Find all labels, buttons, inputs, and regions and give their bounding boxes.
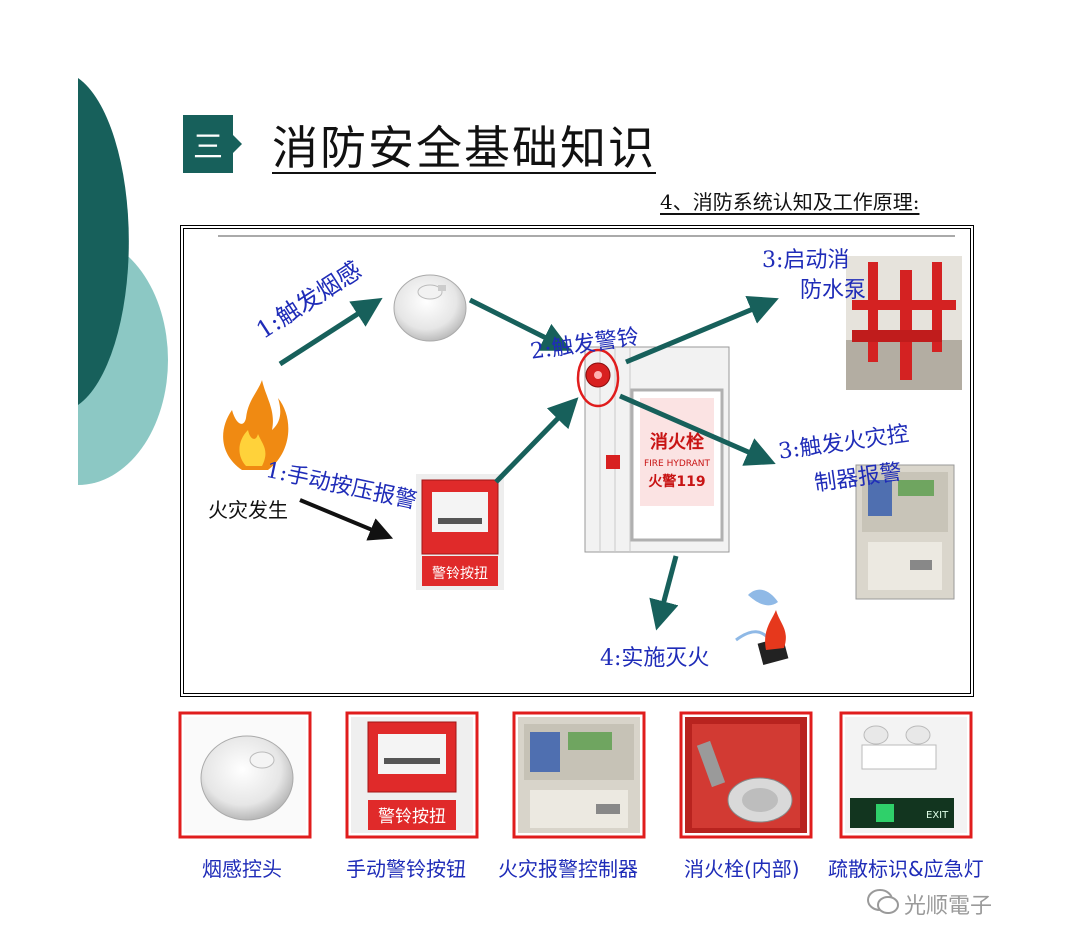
bell-highlight [576, 348, 620, 408]
gallery-item-alarm-controller [512, 711, 646, 839]
hydrant-sign-tel: 火警119 [648, 473, 705, 490]
arrow-bell-to-panel [618, 393, 776, 466]
caption-exit-sign: 疏散标识&应急灯 [828, 857, 984, 881]
diagram-frame [180, 225, 974, 697]
section-number: 三 [193, 130, 223, 165]
caption-alarm-controller: 火灾报警控制器 [498, 857, 638, 881]
gallery-bell-button-sign: 警铃按扭 [378, 807, 446, 827]
label-start-pump-line2: 防水泵 [800, 278, 867, 303]
hydrant-sign-en: FIRE HYDRANT [644, 459, 711, 469]
watermark: 光顺電子 [904, 894, 993, 919]
alarm-control-panel-icon [855, 464, 955, 600]
label-fire-start: 火灾发生 [208, 498, 288, 522]
section-number-box: 三 [183, 115, 233, 173]
hydrant-cabinet-icon [584, 346, 730, 553]
page-subtitle: 4、消防系统认知及工作原理: [660, 190, 920, 214]
label-start-pump-line1: 3:启动消 [762, 248, 850, 273]
arrow-button-to-bell [494, 397, 579, 484]
section-arrow-icon [232, 134, 242, 154]
label-extinguish: 4:实施灭火 [600, 646, 710, 671]
manual-alarm-button-icon [416, 474, 504, 590]
arrow-bell-to-pump [625, 295, 779, 365]
arrow-hydrant-to-extinguish [649, 555, 679, 631]
extinguish-icon [735, 589, 789, 665]
page-title: 消防安全基础知识 [272, 121, 656, 175]
hydrant-sign-title: 消火栓 [650, 431, 704, 453]
wechat-icon [867, 889, 899, 914]
bell-button-sign: 警铃按扭 [432, 566, 488, 582]
arrow-smoke-to-bell [468, 297, 572, 351]
fire-icon [223, 380, 289, 470]
gallery-item-manual-button [345, 711, 479, 839]
fire-pump-icon [846, 256, 962, 390]
exit-sign-text: EXIT [926, 810, 949, 821]
gallery-item-hydrant-interior [679, 711, 813, 839]
gallery-item-exit-sign [839, 711, 973, 839]
caption-manual-button: 手动警铃按钮 [346, 857, 466, 881]
alarm-bell-icon [585, 362, 611, 388]
flow-arrows [278, 295, 779, 631]
arrow-fire-to-smoke [278, 297, 383, 367]
arrow-fire-to-button [299, 498, 394, 541]
caption-smoke-detector: 烟感控头 [202, 857, 282, 881]
caption-hydrant-interior: 消火栓(内部) [684, 857, 800, 881]
gallery-item-smoke-detector [178, 711, 312, 839]
smoke-detector-icon [393, 274, 467, 342]
left-decoration [78, 78, 168, 485]
